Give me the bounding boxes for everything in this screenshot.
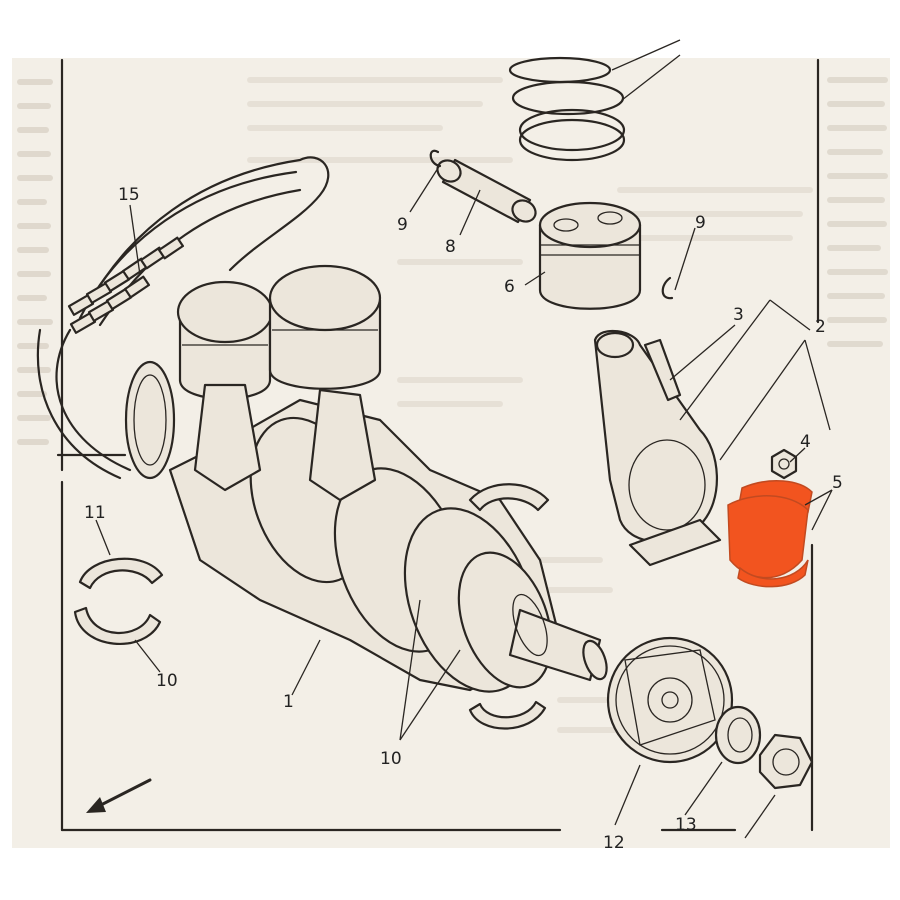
diagram-frame [56,58,820,832]
callout-8: 8 [445,237,456,257]
callout-3: 3 [733,305,744,325]
washer [714,705,762,765]
main-bearing-lower-center [468,700,547,730]
primary-gear [606,636,734,764]
bottom-margin [0,848,900,900]
piston-pin [436,158,537,224]
crank-sprocket-left [124,360,176,480]
callout-9-left: 9 [397,215,408,235]
circlip-left [429,149,442,168]
piston-single [538,201,642,310]
background-text-right [827,77,888,347]
cam-chain [36,156,330,480]
direction-arrow-icon [86,778,152,813]
main-bearing-lower-left [73,606,162,645]
piston-rings [508,39,681,162]
callout-13: 13 [675,815,697,835]
connecting-rod [593,329,722,567]
rod-nut [770,448,798,480]
callout-11: 11 [84,503,106,523]
callout-6: 6 [504,277,515,297]
circlip-right [661,276,674,300]
crank-con-rods [193,383,377,502]
callout-10-left: 10 [156,671,178,691]
callout-2: 2 [815,317,826,337]
callout-1: 1 [283,692,294,712]
big-end-bearing-highlight [727,480,813,588]
callout-5: 5 [832,473,843,493]
chain-links [67,236,185,334]
crankshaft [168,398,608,693]
main-bearing-upper-center [468,483,550,512]
callout-10-center: 10 [380,749,402,769]
callout-9-right: 9 [695,213,706,233]
crank-nut [758,733,814,790]
leader-lines [95,164,833,839]
piston-pair [176,264,382,400]
callout-4: 4 [800,432,811,452]
main-bearing-upper-left [78,557,164,590]
background-text-left [17,79,53,445]
callout-15: 15 [118,185,140,205]
callout-labels: 15 9 8 6 9 3 2 4 5 11 10 1 10 13 12 [84,185,843,853]
